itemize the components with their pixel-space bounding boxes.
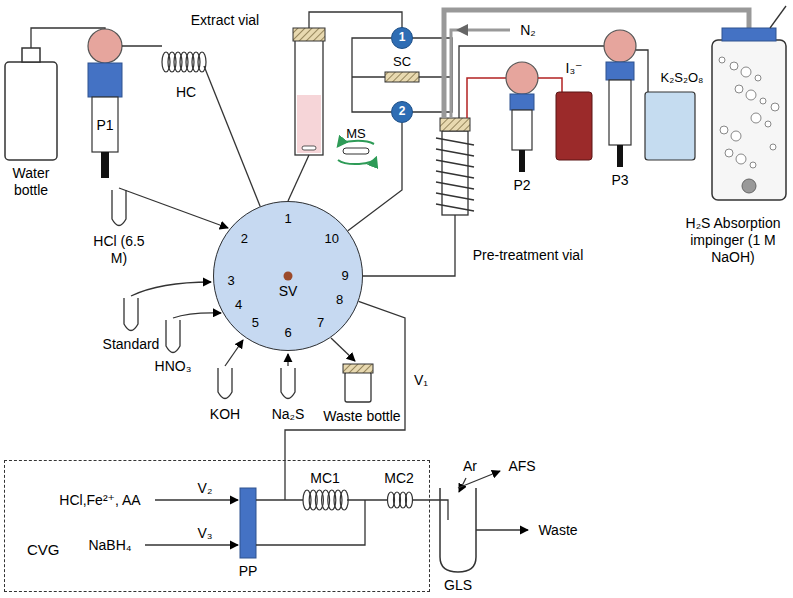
part-label: HCl (6.5 M) xyxy=(89,233,149,267)
part-label: Waste bottle xyxy=(323,408,400,425)
part-label: P1 xyxy=(96,117,113,134)
part-label: HCl,Fe²⁺, AA xyxy=(59,492,140,509)
valve-2: 2 xyxy=(391,101,413,123)
port-number: 4 xyxy=(235,297,242,313)
part-label: N₂ xyxy=(520,22,536,39)
part-label: Pre-treatment vial xyxy=(473,247,583,264)
node-text: CVG xyxy=(27,541,60,558)
node-text: 1 xyxy=(399,31,406,45)
node-text: 2 xyxy=(399,105,406,119)
part-label: NaBH₄ xyxy=(88,537,131,554)
part-label: Ar xyxy=(463,458,477,475)
port-number: 8 xyxy=(336,292,343,308)
port-number: 2 xyxy=(241,232,248,248)
port-number: 3 xyxy=(228,273,235,289)
part-label: SC xyxy=(393,54,411,70)
cvg-unit: CVG xyxy=(4,460,430,592)
part-label: P3 xyxy=(611,172,628,189)
part-label: I₃⁻ xyxy=(566,60,583,77)
tubing-connector xyxy=(285,301,405,460)
part-label: AFS xyxy=(508,458,535,475)
port-number: 5 xyxy=(252,315,259,331)
part-label: GLS xyxy=(444,577,472,594)
part-label: MS xyxy=(346,126,366,142)
part-label: Extract vial xyxy=(191,12,259,29)
node-text: SV xyxy=(279,283,298,299)
flow-label: V₁ xyxy=(412,372,430,389)
part-label: MC1 xyxy=(310,470,340,487)
part-label: HNO₃ xyxy=(155,358,192,375)
port-number: 1 xyxy=(284,211,291,227)
port-number: 7 xyxy=(317,315,324,331)
part-label: Na₂S xyxy=(272,406,305,423)
part-label: V₃ xyxy=(197,525,212,542)
tubing-connector xyxy=(352,38,391,112)
part-label: KOH xyxy=(210,406,240,423)
port-number: 10 xyxy=(324,232,338,248)
port-number: 6 xyxy=(284,325,291,341)
part-label: Standard xyxy=(103,336,160,353)
part-label: MC2 xyxy=(384,470,414,487)
part-label: Waste xyxy=(538,522,577,539)
part-label: Water bottle xyxy=(3,165,59,199)
part-label: K₂S₂O₈ xyxy=(661,70,704,86)
part-label: V₂ xyxy=(198,480,213,497)
part-label: HC xyxy=(176,84,196,101)
part-label: P2 xyxy=(513,177,530,194)
valve-1: 1 xyxy=(391,27,413,49)
port-number: 9 xyxy=(341,268,348,284)
part-label: PP xyxy=(239,563,258,580)
part-label: H₂S Absorption impinger (1 M NaOH) xyxy=(675,215,791,265)
